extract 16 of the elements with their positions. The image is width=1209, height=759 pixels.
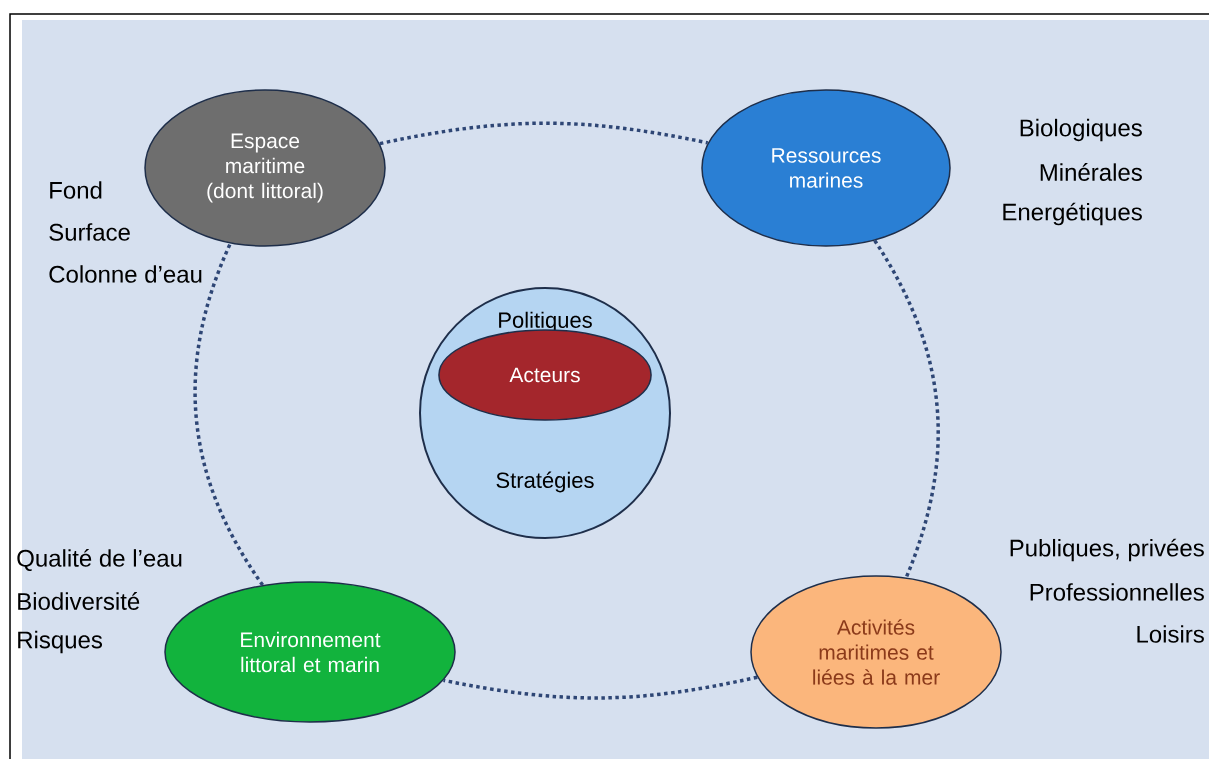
side-label: Biologiques — [1020, 118, 1142, 142]
dotted-connector — [379, 121, 709, 146]
side-label: Risques — [18, 630, 103, 654]
dotted-connector — [193, 242, 265, 587]
side-label: Loisirs — [1137, 625, 1204, 643]
side-label: Publiques, privées — [1010, 538, 1204, 562]
dotted-connector — [443, 675, 758, 700]
dotted-connector — [873, 239, 940, 579]
side-label: Surface — [49, 223, 130, 241]
side-label: Colonne d’eau — [49, 265, 202, 283]
side-label: Qualité de l’eau — [17, 548, 182, 572]
side-label: Energétiques — [1003, 202, 1142, 226]
side-label: Fond — [50, 181, 102, 199]
side-label: Professionnelles — [1030, 583, 1204, 601]
side-label: Biodiversité — [18, 592, 140, 610]
side-label: Minérales — [1040, 163, 1142, 181]
